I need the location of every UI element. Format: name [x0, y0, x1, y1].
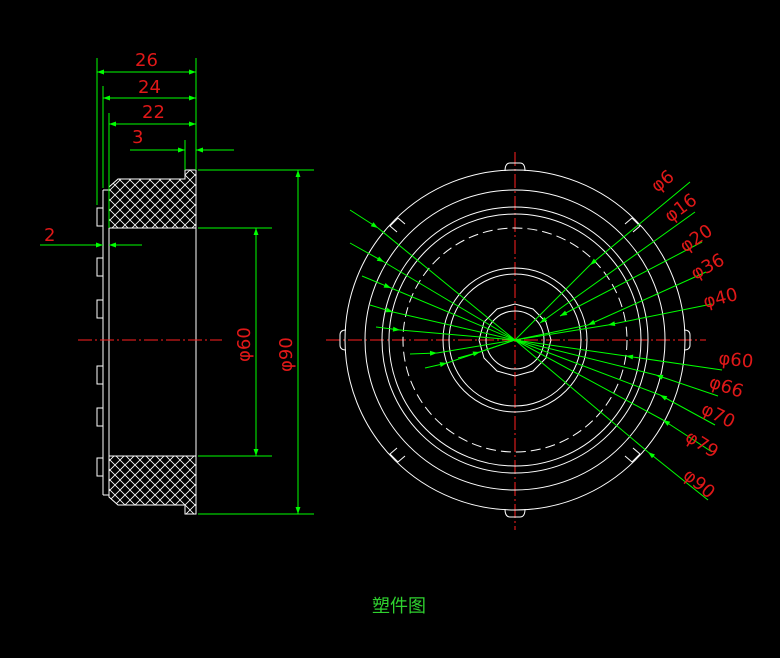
label-d20: φ20: [676, 220, 717, 257]
label-d16: φ16: [661, 190, 701, 227]
dim-22: 22: [142, 102, 165, 123]
dim-2: 2: [44, 225, 55, 246]
dim-3: 3: [132, 127, 143, 148]
label-d70: φ70: [698, 399, 738, 433]
dim-d60: φ60: [234, 327, 255, 362]
label-d60: φ60: [717, 348, 754, 373]
label-d36: φ36: [687, 250, 728, 285]
label-d40: φ40: [701, 284, 740, 313]
diameter-leaders: [349, 181, 723, 501]
section-view: 26 24 22 3 2 φ60 φ90: [40, 50, 314, 515]
top-wall-hatch: [108, 169, 197, 229]
bottom-wall-hatch: [108, 455, 197, 515]
label-d66: φ66: [706, 372, 746, 403]
dim-24: 24: [138, 77, 161, 98]
label-d6: φ6: [647, 166, 678, 197]
dim-26: 26: [135, 50, 158, 71]
label-d79: φ79: [681, 426, 722, 462]
front-view: [326, 152, 706, 530]
drawing-caption: 塑件图: [372, 596, 426, 617]
dim-d90: φ90: [276, 337, 297, 372]
diameter-labels: φ6 φ16 φ20 φ36 φ40 φ60 φ66 φ70 φ79 φ90: [647, 166, 754, 503]
label-d90: φ90: [679, 465, 719, 503]
